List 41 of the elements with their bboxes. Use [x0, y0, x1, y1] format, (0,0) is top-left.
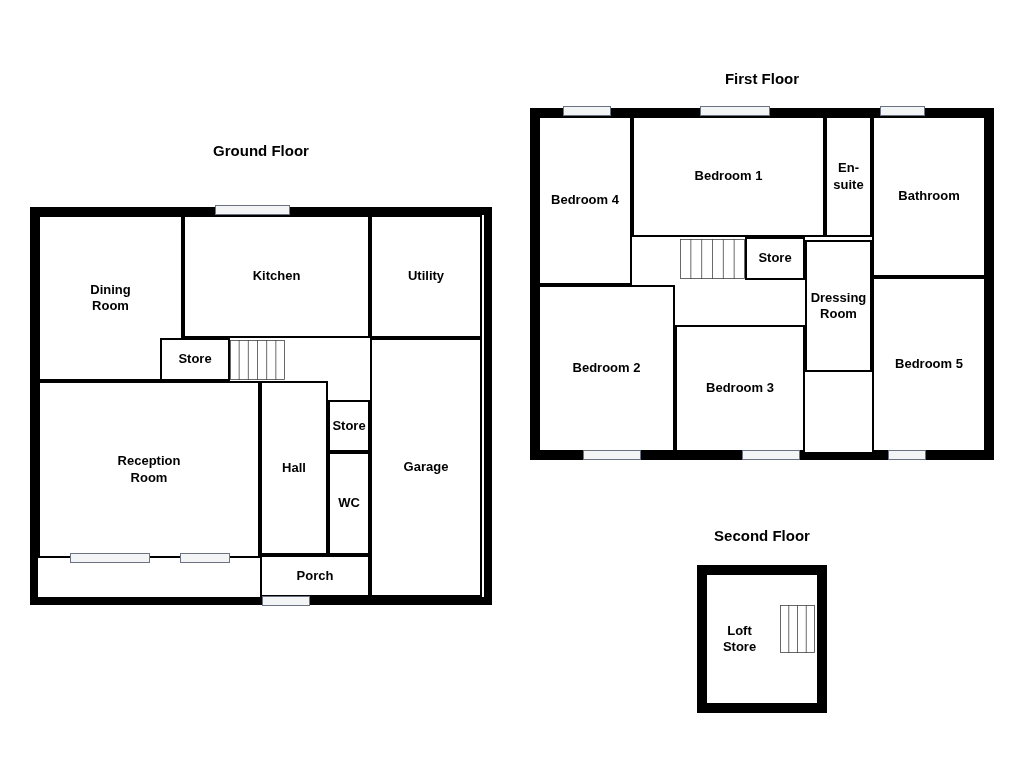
room-area — [805, 240, 872, 372]
room-area — [538, 116, 632, 285]
room-area — [328, 400, 370, 452]
room-area — [675, 325, 805, 452]
room-area — [260, 381, 328, 555]
room-label: Bathroom — [898, 188, 960, 205]
floor-title: Second Floor — [714, 526, 810, 546]
room-area — [825, 116, 872, 237]
room-label: Hall — [282, 459, 306, 477]
room-label: Bedroom 1 — [694, 168, 763, 185]
room-area — [38, 381, 260, 558]
room-label: Utility — [407, 268, 445, 285]
room-label: Porch — [296, 567, 334, 585]
floor-title: First Floor — [724, 69, 800, 89]
room-label: Loft Store — [721, 622, 758, 656]
room-label: Bedroom 2 — [572, 360, 641, 377]
room-area — [745, 237, 805, 280]
room-label: Reception Room — [116, 453, 182, 486]
room-area — [632, 116, 825, 237]
room-label: Kitchen — [252, 268, 301, 285]
room-label: Bedroom 4 — [551, 192, 619, 209]
room-area — [160, 338, 230, 381]
room-area — [370, 338, 482, 597]
room-label: Dining Room — [89, 281, 132, 315]
room-area — [872, 116, 986, 277]
room-area — [328, 452, 370, 555]
room-area — [260, 555, 370, 597]
room-label: Garage — [403, 459, 449, 476]
room-label: WC — [338, 495, 360, 512]
room-label: Bedroom 5 — [895, 356, 963, 373]
room-area — [370, 215, 482, 338]
room-area — [183, 215, 370, 338]
room-area — [872, 277, 986, 452]
room-label: En-suite — [832, 160, 865, 193]
room-label: Store — [178, 351, 212, 368]
room-label: Store — [332, 417, 366, 435]
floor-title: Ground Floor — [213, 141, 309, 161]
room-area — [538, 285, 675, 452]
room-label: Dressing Room — [809, 289, 868, 323]
room-label: Bedroom 3 — [706, 380, 774, 397]
room-label: Store — [758, 250, 792, 267]
